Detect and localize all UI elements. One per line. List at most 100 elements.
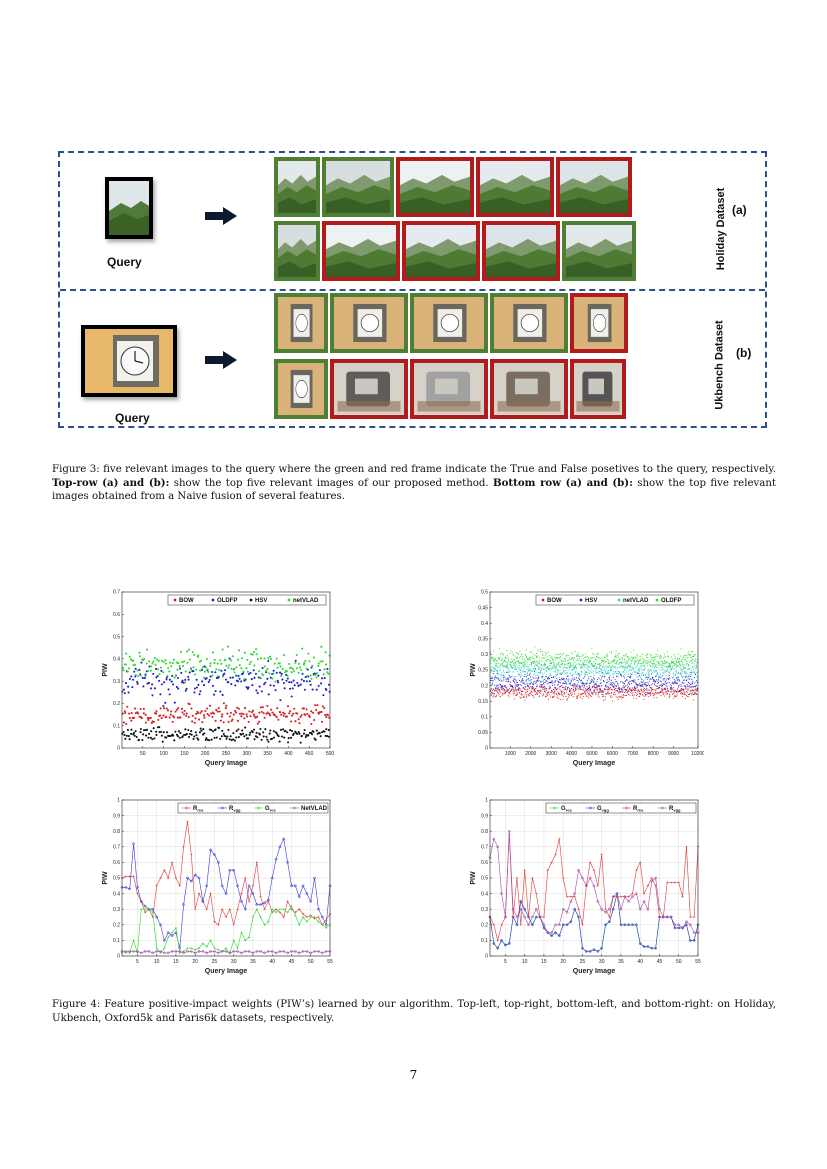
data-point — [640, 677, 642, 679]
data-point — [676, 662, 678, 664]
data-point — [587, 665, 590, 667]
data-point — [545, 660, 547, 662]
data-point — [670, 656, 672, 658]
data-point — [584, 674, 586, 676]
data-point — [646, 689, 648, 691]
data-point — [561, 664, 563, 666]
data-point — [568, 683, 570, 685]
data-point — [276, 666, 279, 669]
data-point — [174, 931, 178, 934]
data-point — [562, 690, 564, 692]
data-point — [238, 649, 241, 652]
data-point — [619, 689, 621, 691]
data-point — [248, 710, 251, 713]
data-point — [504, 656, 506, 658]
data-point — [591, 694, 593, 696]
data-point — [631, 895, 634, 899]
data-point — [264, 728, 267, 731]
data-point — [686, 662, 688, 665]
data-point — [687, 678, 689, 680]
data-point — [542, 915, 546, 919]
data-point — [695, 664, 697, 666]
data-point — [678, 662, 680, 664]
x-tick-label: 55 — [695, 959, 701, 965]
data-point — [496, 946, 500, 950]
data-point — [607, 685, 609, 687]
data-point — [580, 696, 582, 698]
data-point — [530, 679, 532, 681]
data-point — [594, 665, 596, 667]
data-point — [556, 663, 558, 665]
data-point — [557, 673, 559, 676]
data-point — [601, 657, 603, 659]
data-point — [627, 687, 629, 689]
data-point — [646, 884, 650, 887]
data-point — [642, 661, 645, 663]
data-point — [181, 664, 185, 668]
data-point — [121, 666, 125, 669]
data-point — [155, 733, 158, 737]
data-point — [163, 681, 166, 684]
query-label-bottom: Query — [115, 411, 150, 425]
data-point — [254, 672, 258, 675]
data-point — [642, 691, 644, 693]
data-point — [630, 663, 632, 665]
series-Gres — [120, 904, 332, 955]
data-point — [566, 699, 568, 701]
data-point — [672, 672, 675, 674]
y-tick-label: 0.4 — [481, 891, 488, 897]
data-point — [694, 670, 696, 672]
data-point — [595, 683, 597, 685]
data-point — [572, 674, 574, 676]
data-point — [586, 665, 588, 667]
data-point — [628, 670, 630, 672]
legend-marker — [211, 598, 215, 602]
data-point — [564, 659, 566, 661]
data-point — [604, 685, 606, 687]
data-point — [302, 732, 306, 735]
data-point — [538, 676, 540, 678]
data-point — [694, 672, 696, 674]
data-point — [574, 678, 576, 680]
data-point — [177, 730, 181, 733]
data-point — [545, 654, 547, 656]
data-point — [158, 672, 161, 676]
data-point — [691, 660, 693, 662]
data-point — [560, 685, 562, 687]
data-point — [505, 678, 507, 680]
data-point — [150, 665, 153, 668]
data-point — [687, 681, 690, 683]
data-point — [602, 665, 604, 667]
y-tick-label: 0.4 — [113, 891, 120, 897]
data-point — [181, 679, 184, 682]
data-point — [607, 688, 609, 690]
data-point — [240, 657, 244, 660]
data-point — [690, 651, 692, 653]
data-point — [298, 666, 302, 669]
y-tick-label: 0.1 — [481, 938, 488, 944]
data-point — [246, 670, 249, 673]
data-point — [633, 661, 635, 663]
data-point — [205, 884, 209, 888]
data-point — [587, 667, 589, 669]
data-point — [665, 679, 667, 681]
data-point — [525, 654, 527, 656]
data-point — [681, 675, 683, 677]
data-point — [589, 684, 591, 686]
data-point — [126, 705, 129, 708]
data-point — [627, 667, 629, 669]
data-point — [244, 876, 247, 880]
data-point — [527, 685, 530, 687]
data-point — [588, 697, 590, 699]
data-point — [571, 670, 573, 672]
data-point — [198, 731, 201, 734]
data-point — [526, 666, 528, 668]
data-point — [579, 655, 581, 657]
data-point — [545, 689, 548, 691]
data-point — [638, 684, 640, 686]
data-point — [571, 657, 573, 659]
data-point — [546, 668, 548, 670]
data-point — [691, 686, 693, 688]
data-point — [577, 681, 579, 683]
data-point — [584, 884, 588, 888]
